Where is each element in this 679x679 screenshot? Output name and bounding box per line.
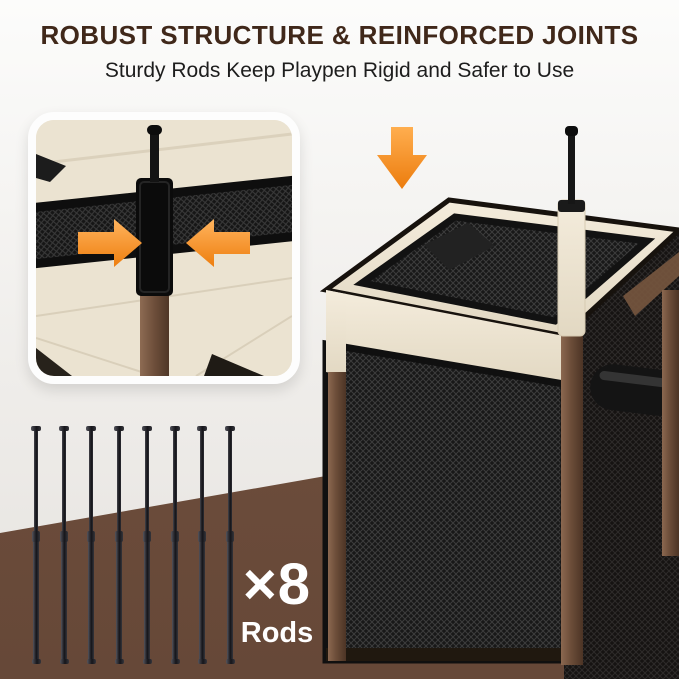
detail-inset-card [28, 112, 300, 384]
velcro-strap [136, 178, 173, 296]
fabric-seam [36, 337, 155, 376]
subheadline: Sturdy Rods Keep Playpen Rigid and Safer… [104, 59, 575, 82]
back-corner-pole [662, 290, 679, 556]
rod [169, 426, 180, 664]
rod [31, 426, 41, 664]
front-mesh-panel [322, 290, 568, 664]
headline: ROBUST STRUCTURE & REINFORCED JOINTS [40, 20, 639, 50]
rod [86, 426, 97, 664]
top-opening-flap [424, 223, 495, 270]
playpen-photo [319, 126, 679, 679]
left-corner-pole [326, 290, 346, 661]
fabric-seam [36, 132, 292, 166]
side-top-pole [623, 252, 679, 316]
shadow-corner [36, 348, 72, 376]
rod-shaft [568, 134, 575, 204]
corner-rod [557, 126, 586, 665]
mesh-corner [36, 154, 66, 182]
rods-count: ×8 Rods [217, 556, 337, 650]
shadow-corner [204, 354, 264, 376]
rod-cap [565, 126, 578, 136]
rod-pole-lower [140, 292, 169, 376]
front-fabric-band [326, 290, 564, 384]
rod [58, 426, 69, 664]
rod [114, 426, 125, 664]
rod-shaft [150, 132, 159, 182]
arrow-left-icon [186, 219, 250, 267]
arrow-down-icon [377, 127, 427, 189]
rods-unit: Rods [240, 617, 314, 649]
rod-sleeve [557, 199, 586, 337]
rods-multiplier: ×8 [242, 552, 312, 617]
rod [224, 426, 235, 664]
sleeve-trim [558, 200, 585, 212]
rolled-door [590, 364, 679, 416]
front-base-trim [326, 648, 564, 661]
side-mesh-panel [564, 230, 679, 679]
rod-pole-lower [561, 332, 583, 665]
arrow-right-icon [78, 219, 142, 267]
rod [141, 426, 152, 664]
rod-cap [147, 125, 162, 135]
detail-photo [36, 120, 292, 376]
rods-group [31, 426, 235, 664]
rod [197, 426, 208, 664]
